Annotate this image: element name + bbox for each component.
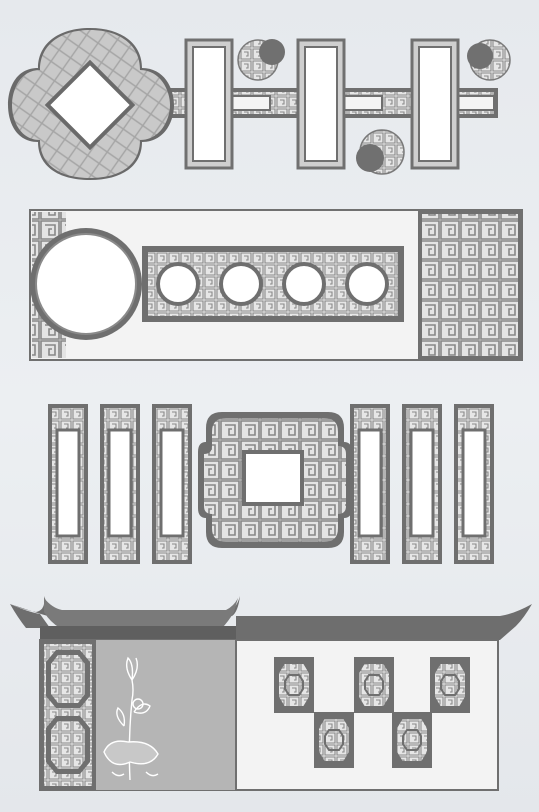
octagon-column: [40, 640, 96, 790]
round-window: [30, 228, 142, 340]
lattice-tall-panel: [152, 404, 192, 564]
tall-panel-2: [296, 38, 346, 170]
octagon-window-group: [274, 657, 470, 768]
round-opening-4: [345, 262, 389, 306]
lotus-drawing: [103, 656, 159, 781]
octagon-lattice-window: [354, 657, 394, 713]
lattice-tall-panel: [48, 404, 88, 564]
right-fret-panel: [422, 214, 518, 356]
octagon-lattice-window: [314, 712, 354, 768]
quatrefoil-window-row: [8, 28, 511, 180]
round-opening-2: [219, 262, 263, 306]
round-opening-3: [282, 262, 326, 306]
lattice-tall-panel: [350, 404, 390, 564]
round-opening-1: [156, 262, 200, 306]
courtyard-wall-with-roof: [10, 596, 532, 791]
circle-ornament-1: [237, 39, 285, 81]
lattice-tall-panel: [454, 404, 494, 564]
square-ornamental-window: [198, 412, 352, 548]
tall-panel-1: [184, 38, 234, 170]
circle-ornament-3: [356, 129, 405, 175]
round-window-wall: [29, 209, 523, 361]
quatrefoil-window: [8, 28, 174, 180]
lotus-painting-panel: [96, 640, 236, 790]
center-lattice-band: [142, 246, 404, 322]
lattice-tall-panel: [402, 404, 442, 564]
circle-ornament-2: [467, 39, 511, 81]
octagon-lattice-window: [392, 712, 432, 768]
tiled-roof: [10, 596, 532, 640]
lattice-tall-panel: [100, 404, 140, 564]
lattice-panel-set: [48, 404, 494, 564]
octagon-lattice-window: [430, 657, 470, 713]
tall-panel-3: [410, 38, 460, 170]
octagon-lattice-window: [274, 657, 314, 713]
